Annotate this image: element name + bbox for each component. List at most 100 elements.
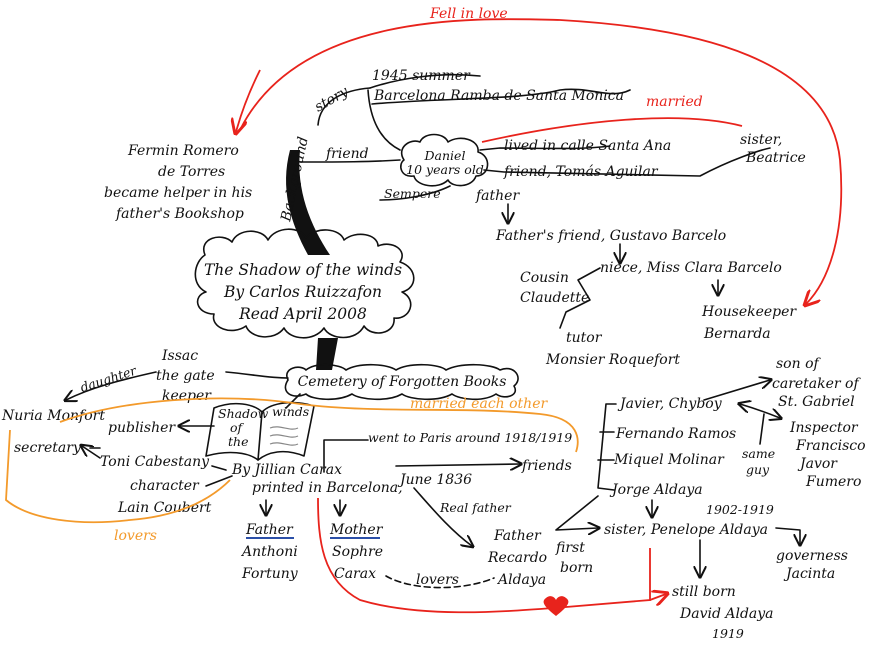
ricardo-line-2: Recardo <box>487 550 547 566</box>
married-line <box>481 117 743 143</box>
friends-arrow <box>395 464 520 466</box>
niece-text: niece, Miss Clara Barcelo <box>600 260 782 276</box>
mother-name-1: Sophre <box>332 544 383 560</box>
printed-text: printed in Barcelona, <box>252 480 403 496</box>
jorge-penelope-arrow <box>555 495 598 530</box>
son-line-1: son of <box>776 356 822 372</box>
father-label: father <box>475 188 520 204</box>
father-title: Father <box>245 522 294 538</box>
june-text: June 1836 <box>397 472 472 488</box>
inspector-line-2: Francisco <box>795 438 866 454</box>
center-cloud <box>194 228 415 339</box>
lovers-orange-label: lovers <box>114 528 157 544</box>
married-each-other-line <box>59 397 579 453</box>
first-born-2: born <box>560 560 593 576</box>
trunk-upper <box>286 150 330 255</box>
tomas-line <box>483 147 771 177</box>
friend-fernando: Fernando Ramos <box>615 426 736 442</box>
governess-arrow <box>775 527 800 544</box>
still-born-3: 1919 <box>712 626 744 641</box>
ricardo-line-3: Aldaya <box>496 572 546 588</box>
real-father-arrow <box>413 487 472 546</box>
friends-label: friends <box>521 458 572 474</box>
same-guy-1: same <box>742 446 775 461</box>
lovers-dashed <box>385 575 495 589</box>
cemetery-cloud <box>284 363 519 401</box>
father-name-2: Fortuny <box>241 566 299 582</box>
friends-bracket <box>597 403 617 491</box>
still-born-1: still born <box>672 584 736 600</box>
summer-text: 1945 summer <box>372 68 471 84</box>
fathers-friend-text: Father's friend, Gustavo Barcelo <box>495 228 726 244</box>
son-line-3: St. Gabriel <box>778 394 855 410</box>
story-branch <box>317 87 371 126</box>
married-each-other-label: married each other <box>410 396 548 412</box>
book-word-4: winds <box>272 404 309 419</box>
inspector-line-1: Inspector <box>789 420 859 436</box>
sempere-label: Sempere <box>384 186 441 201</box>
toni-arrow <box>82 446 101 459</box>
friend-jorge: Jorge Aldaya <box>609 482 703 498</box>
penelope-years: 1902-1919 <box>706 502 774 517</box>
fell-in-love-label: Fell in love <box>429 6 508 22</box>
place-text: Barcelona Ramba de Santa Monica <box>373 88 624 104</box>
tutor-line-1: tutor <box>566 330 603 346</box>
governess-line-2: Jacinta <box>783 566 835 582</box>
cemetery-book-link <box>285 393 301 409</box>
sempere-line <box>379 185 451 201</box>
character-line <box>205 475 233 487</box>
cousin-line-2: Claudette <box>520 290 589 306</box>
ricardo-line-1: Father <box>493 528 542 544</box>
same-guy-link <box>759 413 765 445</box>
lovers-black-label: lovers <box>416 572 459 588</box>
book-icon <box>205 401 315 461</box>
housekeeper-line-2: Bernarda <box>703 326 771 342</box>
cemetery-label: Cemetery of Forgotten Books <box>298 374 507 390</box>
mother-name-2: Carax <box>334 566 376 582</box>
issac-line-1: Issac <box>161 348 198 364</box>
mother-title: Mother <box>329 522 384 538</box>
summer-line <box>369 73 481 89</box>
toni-line <box>211 465 227 471</box>
heart-icon <box>543 596 569 616</box>
daniel-name: Daniel <box>424 148 466 163</box>
married-label: married <box>646 94 703 110</box>
same-guy-2: guy <box>746 462 770 477</box>
center-title: The Shadow of the winds <box>204 261 402 279</box>
secretary-label: secretary <box>14 440 82 456</box>
book-word-3: the <box>228 434 248 449</box>
friend-label: friend <box>325 146 369 162</box>
story-label: story <box>312 83 352 115</box>
publisher-label: publisher <box>108 420 176 436</box>
penelope-name: sister, Penelope Aldaya <box>604 522 768 538</box>
love-line <box>317 497 651 614</box>
daughter-label: daughter <box>78 362 139 394</box>
daughter-arrow <box>66 371 157 400</box>
friend-javier: Javier, Chyboy <box>617 396 723 412</box>
friend-miquel: Miquel Molinar <box>613 452 725 468</box>
center-author: By Carlos Ruizzafon <box>223 283 382 301</box>
issac-line-2: the gate <box>156 368 215 384</box>
fell-in-love-arc-start <box>236 69 261 132</box>
inspector-line-4: Fumero <box>805 474 861 490</box>
fermin-line-3: became helper in his <box>104 185 252 201</box>
lived-line <box>479 145 611 151</box>
fermin-line-2: de Torres <box>158 164 225 180</box>
tomas-text: friend, Tomás Aguilar <box>503 164 659 180</box>
lovers-orange-line <box>5 429 231 524</box>
son-arrow <box>703 380 770 401</box>
fermin-line-1: Fermin Romero <box>127 143 239 159</box>
son-line-2: caretaker of <box>772 376 861 392</box>
sister-beatrice-1: sister, <box>740 132 782 148</box>
lain-name: Lain Coubert <box>117 500 212 516</box>
governess-line-1: governess <box>776 548 848 564</box>
character-label: character <box>130 478 200 494</box>
fell-in-love-arc <box>239 18 843 304</box>
trunk-lower <box>316 338 338 370</box>
housekeeper-line-1: Housekeeper <box>701 304 797 320</box>
inspector-line-3: Javor <box>797 456 838 472</box>
cousin-line-1: Cousin <box>520 270 569 286</box>
same-guy-arrow <box>740 404 780 418</box>
issac-line <box>225 371 289 379</box>
center-read-date: Read April 2008 <box>238 305 367 323</box>
